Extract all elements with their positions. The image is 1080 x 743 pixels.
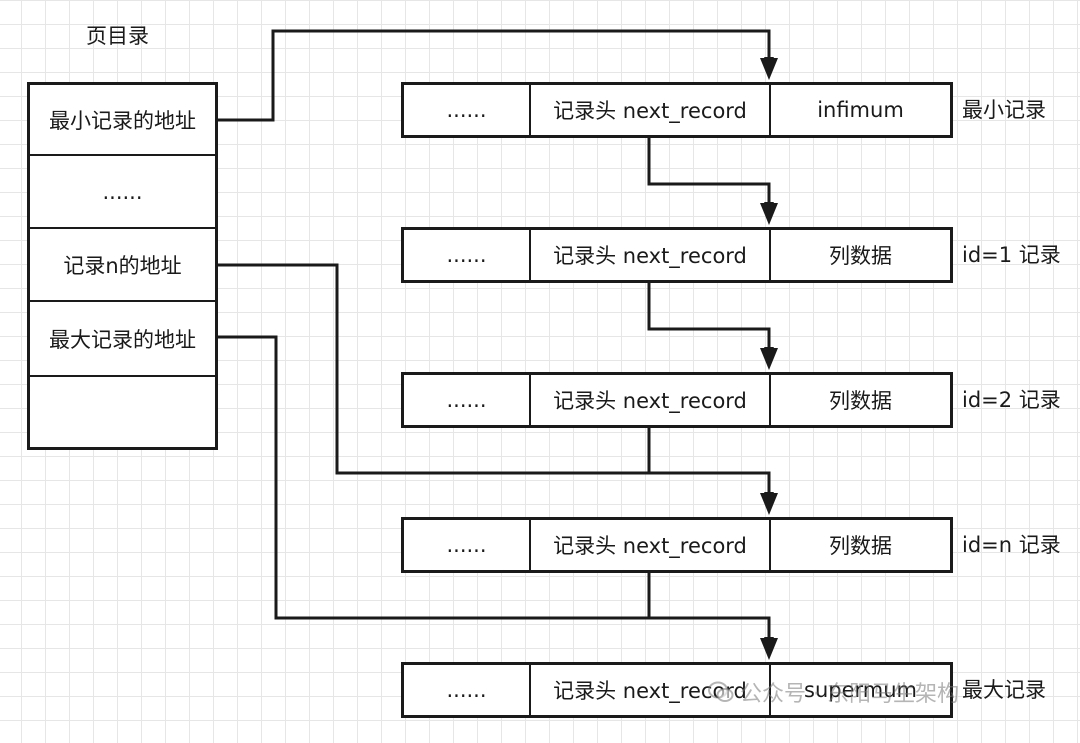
wechat-logo-icon [708,681,734,702]
arrowhead-id2 [760,348,778,370]
slot-ellipsis: ...... [30,156,215,229]
record-id-2: ...... 记录头 next_record 列数据 [401,372,953,428]
record-extra-cell: ...... [404,665,531,715]
slot-min-record-address: 最小记录的地址 [30,85,215,156]
record-data-cell: infimum [817,98,904,122]
watermark-text: 公众号 · 东阳马生架构 [740,682,959,707]
slot-max-record-address: 最大记录的地址 [30,302,215,377]
record-extra-cell: ...... [404,520,531,570]
record-extra-cell: ...... [404,85,531,135]
record-id-1: ...... 记录头 next_record 列数据 [401,227,953,283]
record-header-cell: 记录头 next_record [531,520,771,570]
arrow-idn-to-supremum [647,573,774,647]
record-extra-cell: ...... [404,230,531,280]
arrow-id1-to-id2 [647,283,774,357]
arrow-infimum-to-id1 [647,138,774,212]
record-header-cell: 记录头 next_record [531,85,771,135]
record-label-min: 最小记录 [962,98,1046,122]
record-id-n: ...... 记录头 next_record 列数据 [401,517,953,573]
record-data-cell: supermum [804,678,917,702]
record-label-id-2: id=2 记录 [962,388,1061,412]
slot-empty [30,377,215,447]
record-data-cell: 列数据 [829,244,892,268]
record-header-cell: 记录头 next_record [531,230,771,280]
record-header-cell: 记录头 next_record [531,375,771,425]
arrow-dir-to-idn [218,263,769,475]
record-label-id-n: id=n 记录 [962,533,1061,557]
page-directory-title: 页目录 [86,24,149,48]
arrow-id2-to-idn [647,428,774,502]
page-directory: 最小记录的地址 ...... 记录n的地址 最大记录的地址 [27,82,218,450]
record-data-cell: 列数据 [829,534,892,558]
arrowhead-infimum [760,58,778,80]
slot-record-n-address: 记录n的地址 [30,229,215,302]
record-label-max: 最大记录 [962,678,1046,702]
arrowhead-id1 [760,203,778,225]
record-extra-cell: ...... [404,375,531,425]
record-label-id-1: id=1 记录 [962,243,1061,267]
watermark: 公众号 · 东阳马生架构 [708,676,959,708]
arrowhead-idn [760,493,778,515]
record-data-cell: 列数据 [829,389,892,413]
arrowhead-supremum [760,638,778,660]
record-infimum: ...... 记录头 next_record infimum [401,82,953,138]
